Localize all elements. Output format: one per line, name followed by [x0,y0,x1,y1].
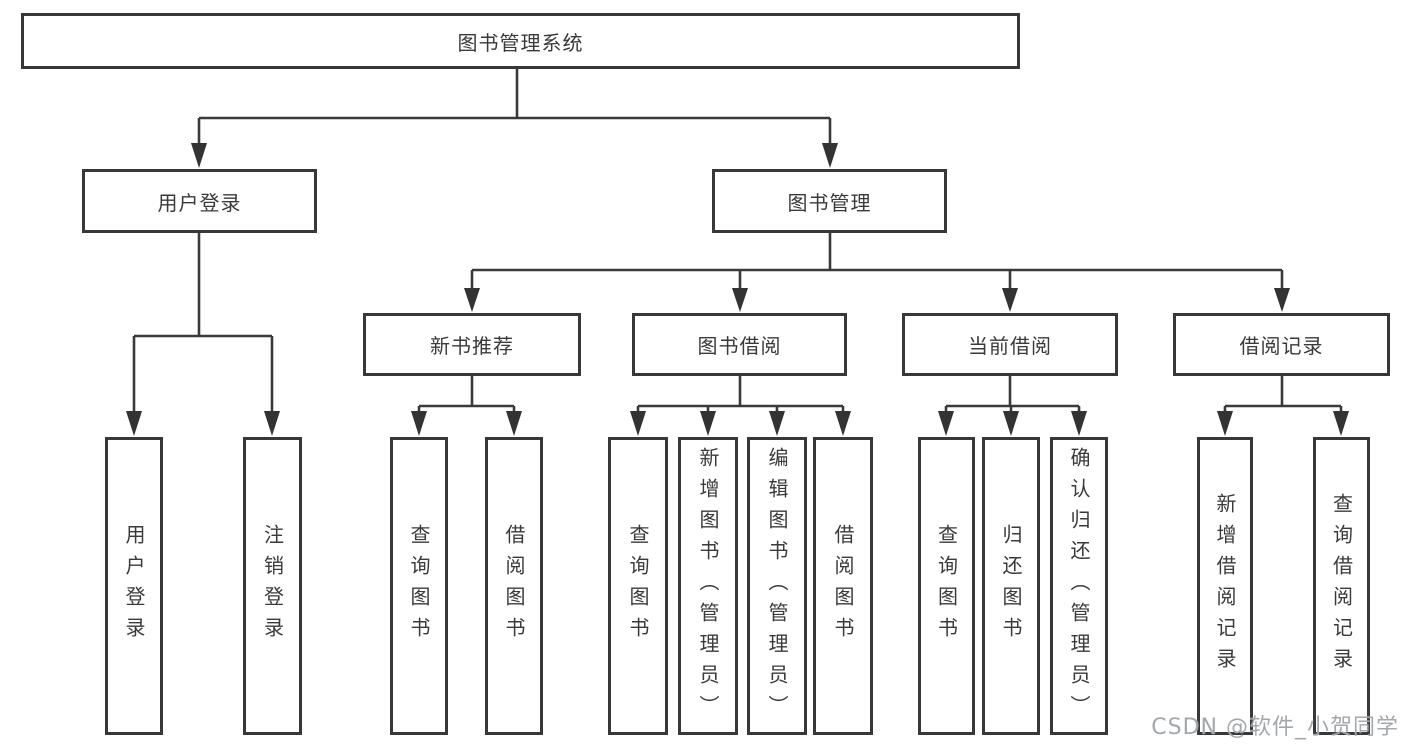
node-root-label: 图书管理系统 [457,30,584,55]
arrowhead-icon [1333,411,1349,436]
arrowhead-icon [938,411,954,436]
arrowhead-icon [1003,411,1019,436]
leaf-borrow-query-books: 查询图书 [608,437,668,735]
leaf-current-confirm-return-admin: 确认归还（管理员） [1050,437,1108,735]
leaf-current-return-books: 归还图书 [982,437,1040,735]
leaf-current-query-books-label: 查询图书 [934,524,959,648]
leaf-current-confirm-return-admin-label: 确认归还（管理员） [1067,446,1091,726]
leaf-borrow-add-books-admin: 新增图书（管理员） [678,437,738,735]
arrowheads [126,143,1349,436]
leaf-borrow-query-books-label: 查询图书 [626,524,650,648]
node-borrow-record: 借阅记录 [1173,313,1390,376]
leaf-borrow-borrow-books-label: 借阅图书 [831,524,855,648]
leaf-rec-query-books-label: 查询图书 [407,524,431,648]
arrowhead-icon [411,411,427,436]
connector-paths [132,69,1343,413]
user-login-branch-connector [132,233,274,413]
arrowhead-icon [191,143,207,168]
node-current-borrow-label: 当前借阅 [968,334,1052,358]
node-book-management: 图书管理 [712,169,947,233]
leaf-borrow-add-books-admin-label: 新增图书（管理员） [696,446,720,726]
node-book-borrow: 图书借阅 [632,313,847,376]
leaf-logout: 注销登录 [243,437,302,735]
arrowhead-icon [1274,288,1290,312]
arrowhead-icon [264,411,280,436]
arrowhead-icon [835,411,851,436]
leaf-user-login-label: 用户登录 [122,524,146,648]
csdn-watermark: CSDN @软件_小贺同学 [1151,715,1399,740]
leaf-current-query-books: 查询图书 [918,437,975,735]
node-user-login-label: 用户登录 [157,190,242,215]
node-borrow-record-label: 借阅记录 [1239,334,1324,358]
leaf-borrow-edit-books-admin-label: 编辑图书（管理员） [765,446,789,726]
arrowhead-icon [1002,288,1018,312]
arrowhead-icon [1217,411,1233,436]
leaf-user-login: 用户登录 [105,437,163,735]
node-new-book-recommend: 新书推荐 [363,313,581,376]
arrowhead-icon [126,411,142,436]
leaf-current-return-books-label: 归还图书 [999,524,1023,648]
book-mgmt-branch-connector [470,233,1284,290]
leaf-logout-label: 注销登录 [260,524,285,648]
node-current-borrow: 当前借阅 [902,313,1118,376]
current-borrow-connector [944,376,1081,413]
arrowhead-icon [769,411,785,436]
leaf-rec-query-books: 查询图书 [390,437,448,735]
arrowhead-icon [822,143,838,168]
leaf-record-query-record: 查询借阅记录 [1313,437,1370,735]
node-book-management-label: 图书管理 [787,190,872,215]
leaf-borrow-edit-books-admin: 编辑图书（管理员） [747,437,807,735]
arrowhead-icon [732,288,748,312]
leaf-rec-borrow-books-label: 借阅图书 [502,524,526,648]
arrowhead-icon [1071,411,1087,436]
node-user-login: 用户登录 [82,169,317,233]
borrow-record-connector [1223,376,1343,413]
arrowhead-icon [630,411,646,436]
leaf-record-add-record-label: 新增借阅记录 [1213,493,1237,679]
leaf-record-add-record: 新增借阅记录 [1197,437,1253,735]
root-to-level2-connector [197,69,832,145]
arrowhead-icon [464,288,480,312]
new-book-rec-connector [417,376,516,413]
leaf-record-query-record-label: 查询借阅记录 [1329,493,1354,679]
node-root: 图书管理系统 [21,13,1020,69]
leaf-rec-borrow-books: 借阅图书 [485,437,543,735]
arrowhead-icon [506,411,522,436]
node-book-borrow-label: 图书借阅 [697,334,782,358]
leaf-borrow-borrow-books: 借阅图书 [813,437,873,735]
arrowhead-icon [700,411,716,436]
book-borrow-connector [636,376,845,413]
node-new-book-recommend-label: 新书推荐 [430,334,514,358]
